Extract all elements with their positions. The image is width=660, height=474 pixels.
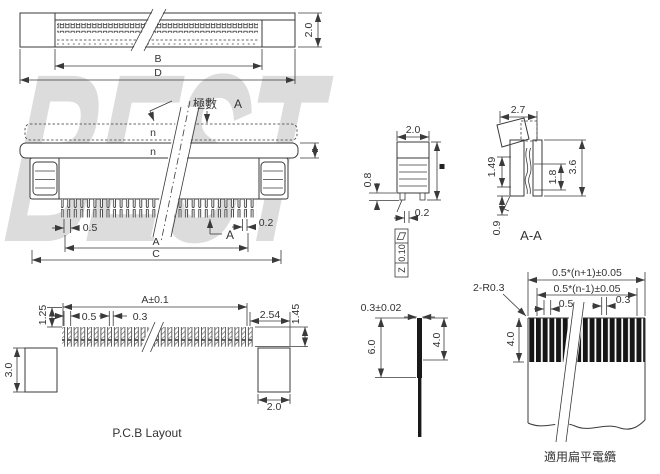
right-latch [260, 161, 286, 196]
section-cut-line [160, 100, 191, 243]
cable-side-view: 0.3±0.02 6.0 4.0 [361, 302, 448, 437]
dim-value-mark [439, 164, 445, 169]
front-view-break [151, 107, 198, 237]
side-view: 2.0 0.8 0.2 [362, 124, 445, 278]
cable-caption: 適用扁平電纜 [544, 449, 616, 464]
section-aa-title: A-A [520, 228, 542, 243]
dim-pcb-pitch-label: 0.5 [82, 311, 97, 323]
cable-end-dimensions: 0.5*(n+1)±0.05 0.5*(n-1)±0.05 0.5 0.3 2-… [473, 267, 646, 363]
cable-end-view: 0.5*(n+1)±0.05 0.5*(n-1)±0.05 0.5 0.3 2-… [473, 267, 646, 464]
feature-control-frame: 0.10 Z [394, 228, 409, 278]
fcf-value-label: 0.10 [397, 244, 407, 262]
actuator-section [496, 117, 530, 148]
dim-tail-width-label: 0.2 [259, 217, 274, 229]
dim-conductor-label: 0.3 [616, 294, 631, 306]
housing-wall-right [532, 139, 543, 197]
front-view-dimensions: 0.5 0.2 A A C [31, 217, 282, 264]
dim-40-side-label: 4.0 [431, 333, 443, 348]
dim-18-label: 1.8 [547, 170, 559, 185]
dim-254-label: 2.54 [260, 309, 281, 321]
n-open-label: n [150, 127, 156, 139]
dim-outer-width-label: 0.5*(n+1)±0.05 [552, 267, 622, 279]
dim-27-label: 2.7 [511, 104, 526, 116]
dim-thickness-label: 0.3±0.02 [361, 302, 402, 314]
connector-body [29, 157, 289, 200]
dim-d-label: D [154, 67, 162, 79]
dim-pitch-label: 0.5 [83, 222, 98, 234]
front-view: 極數 A n n [19, 96, 319, 264]
dim-02-label: 0.2 [415, 207, 430, 219]
parallelogram-icon [396, 232, 407, 240]
n-closed-label: n [150, 146, 156, 158]
section-aa-view: 2.7 1.49 0.9 1.8 [486, 104, 586, 243]
dim-30-label: 3.0 [3, 363, 15, 378]
dim-inner-width-label: 0.5*(n-1)±0.05 [553, 283, 620, 295]
fcf-datum-label: Z [397, 267, 407, 273]
section-arrow-label: A [226, 228, 234, 242]
left-latch [32, 161, 58, 196]
dim-height-label: 2.0 [303, 23, 315, 38]
dim-125-label: 1.25 [37, 305, 49, 326]
dim-radius-label: 2-R0.3 [473, 282, 505, 294]
dim-09-label: 0.9 [491, 221, 503, 236]
dim-149-label: 1.49 [486, 157, 498, 178]
contact-spring [524, 147, 529, 195]
cover-open-outline [24, 123, 298, 141]
dim-side-width-label: 2.0 [406, 124, 421, 136]
cable-torn-edge [527, 419, 646, 430]
top-view: 2.0 B D [19, 8, 322, 84]
dim-20-label: 2.0 [267, 401, 282, 413]
section-aa-dimensions: 1.49 0.9 1.8 3.6 [486, 139, 586, 236]
side-body [396, 141, 430, 194]
cable-film-section [418, 378, 422, 437]
pcb-dimensions: A±0.1 0.5 0.3 2.54 1.45 [3, 294, 309, 413]
dim-cable-pitch-label: 0.5 [559, 298, 574, 310]
pcb-anchor-pad-right [257, 347, 291, 393]
cable-stiffener-section [417, 318, 422, 378]
housing-wall-left [509, 139, 525, 197]
top-view-contacts [57, 23, 258, 33]
cover-closed-bar [19, 142, 299, 159]
section-a-top-label: A [234, 97, 242, 111]
cable-conductors [528, 318, 645, 362]
dim-a-label: A [152, 236, 159, 248]
dim-36-label: 3.6 [567, 160, 579, 175]
side-tab-left [399, 192, 406, 201]
dim-c-label: C [152, 248, 160, 260]
dim-60-label: 6.0 [366, 340, 378, 355]
dim-pad-width-label: 0.3 [133, 311, 148, 323]
top-view-dimensions: 2.0 B D [19, 12, 322, 84]
dim-exposed-label: 4.0 [505, 332, 517, 347]
pcb-anchor-pad-left [24, 347, 58, 393]
n-leader-line [147, 100, 173, 122]
dim-a-tol-label: A±0.1 [141, 294, 169, 306]
dim-145-label: 1.45 [290, 304, 302, 325]
side-tab-right [419, 192, 426, 201]
solder-tail [503, 195, 511, 212]
top-view-break [132, 9, 165, 51]
cable-break [553, 302, 585, 442]
pcb-layout-title: P.C.B Layout [112, 426, 182, 440]
dim-b-label: B [154, 53, 161, 65]
pcb-layout-view: A±0.1 0.5 0.3 2.54 1.45 [3, 294, 309, 440]
dim-08-label: 0.8 [362, 173, 374, 188]
